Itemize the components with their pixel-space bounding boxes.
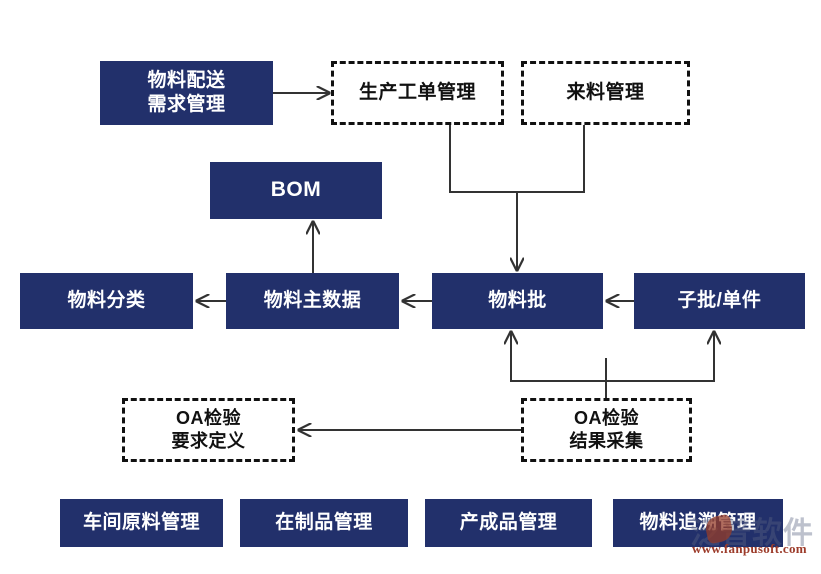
node-sub-batch-unit[interactable]: 子批/单件: [634, 273, 805, 329]
node-finished-goods[interactable]: 产成品管理: [425, 499, 592, 547]
edge-oaresult-to-batch: [511, 332, 607, 398]
node-oa-inspection-result[interactable]: OA检验 结果采集: [521, 398, 692, 462]
node-label: OA检验 要求定义: [171, 407, 246, 451]
node-incoming-material[interactable]: 来料管理: [521, 61, 690, 125]
node-label: 物料追溯管理: [639, 511, 757, 533]
node-label: BOM: [270, 178, 322, 202]
node-label: 来料管理: [566, 81, 645, 103]
edge-oaresult-to-subbatch: [606, 332, 714, 382]
node-wip-management[interactable]: 在制品管理: [240, 499, 408, 547]
node-label: 物料批: [488, 289, 547, 311]
node-oa-inspection-requirement[interactable]: OA检验 要求定义: [122, 398, 295, 462]
node-workshop-raw-material[interactable]: 车间原料管理: [60, 499, 223, 547]
node-label: 产成品管理: [459, 511, 558, 533]
node-label: 物料分类: [67, 289, 146, 311]
edge-join-workorder-incoming: [449, 124, 585, 193]
node-bom[interactable]: BOM: [210, 162, 382, 219]
node-label: 物料配送 需求管理: [147, 69, 226, 115]
node-material-category[interactable]: 物料分类: [20, 273, 193, 329]
node-label: 车间原料管理: [82, 511, 200, 533]
node-label: 在制品管理: [275, 511, 373, 533]
node-production-work-order[interactable]: 生产工单管理: [331, 61, 504, 125]
node-label: 物料主数据: [263, 289, 362, 311]
node-material-delivery-demand[interactable]: 物料配送 需求管理: [100, 61, 273, 125]
node-label: OA检验 结果采集: [569, 407, 644, 451]
node-material-traceability[interactable]: 物料追溯管理: [613, 499, 783, 547]
node-material-batch[interactable]: 物料批: [432, 273, 603, 329]
node-label: 生产工单管理: [358, 81, 476, 103]
node-material-master-data[interactable]: 物料主数据: [226, 273, 399, 329]
node-label: 子批/单件: [677, 289, 762, 311]
